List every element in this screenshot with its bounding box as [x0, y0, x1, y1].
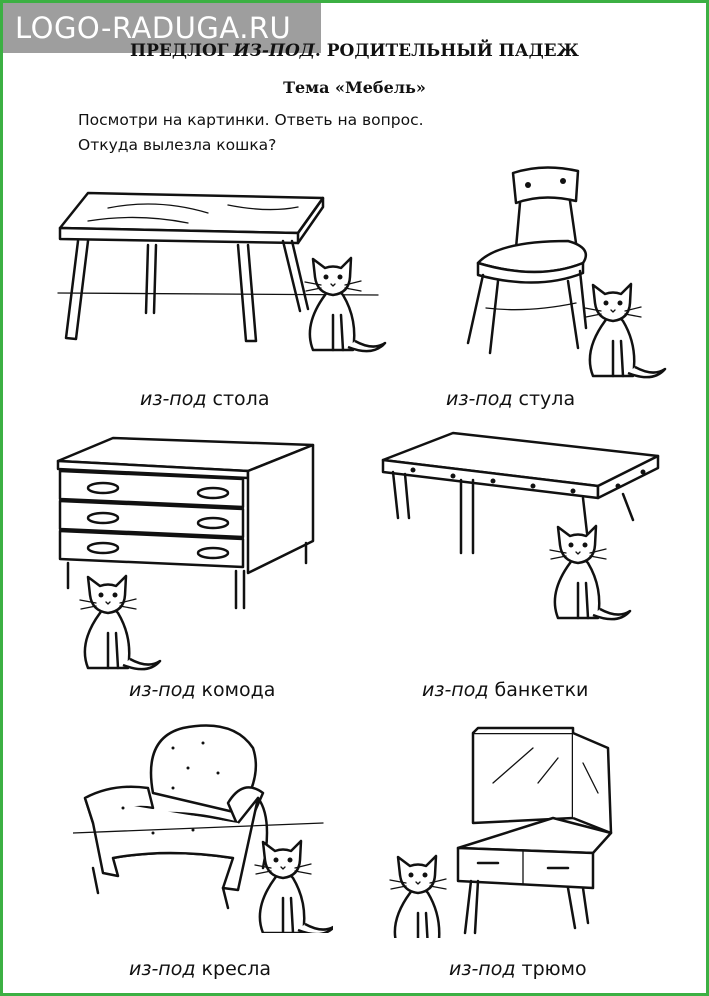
caption-chair-prep: из-под	[446, 388, 513, 410]
instruction-line-1: Посмотри на картинки. Ответь на вопрос.	[78, 111, 424, 129]
instructions: Посмотри на картинки. Ответь на вопрос. …	[78, 108, 424, 158]
chair-icon	[466, 166, 667, 379]
title-part-3: . РОДИТЕЛЬНЫЙ ПАДЕЖ	[314, 41, 579, 61]
table-icon	[57, 191, 387, 353]
bench-icon	[381, 431, 660, 621]
watermark: LOGO-RADUGA.RU	[3, 3, 321, 53]
caption-armchair-prep: из-под	[129, 958, 196, 980]
caption-chair-word: стула	[518, 388, 576, 410]
caption-dresser-prep: из-под	[129, 679, 196, 701]
caption-dresser-word: комода	[201, 679, 276, 701]
caption-vanity: из-под трюмо	[449, 958, 587, 980]
page-subtitle: Тема «Мебель»	[283, 78, 426, 97]
dresser-icon	[56, 436, 315, 671]
caption-bench-word: банкетки	[494, 679, 589, 701]
caption-table-word: стола	[212, 388, 270, 410]
vanity-icon	[388, 726, 613, 938]
title-part-2: ИЗ-ПОД	[233, 41, 315, 61]
title-part-1: ПРЕДЛОГ	[130, 41, 229, 61]
caption-vanity-word: трюмо	[521, 958, 587, 980]
armchair-icon	[73, 724, 333, 933]
caption-armchair: из-под кресла	[129, 958, 271, 980]
caption-bench: из-под банкетки	[422, 679, 588, 701]
caption-bench-prep: из-под	[422, 679, 489, 701]
caption-vanity-prep: из-под	[449, 958, 516, 980]
instruction-line-2: Откуда вылезла кошка?	[78, 136, 277, 154]
caption-chair: из-под стула	[446, 388, 575, 410]
caption-table-prep: из-под	[140, 388, 207, 410]
caption-armchair-word: кресла	[201, 958, 272, 980]
caption-dresser: из-под комода	[129, 679, 275, 701]
caption-table: из-под стола	[140, 388, 269, 410]
